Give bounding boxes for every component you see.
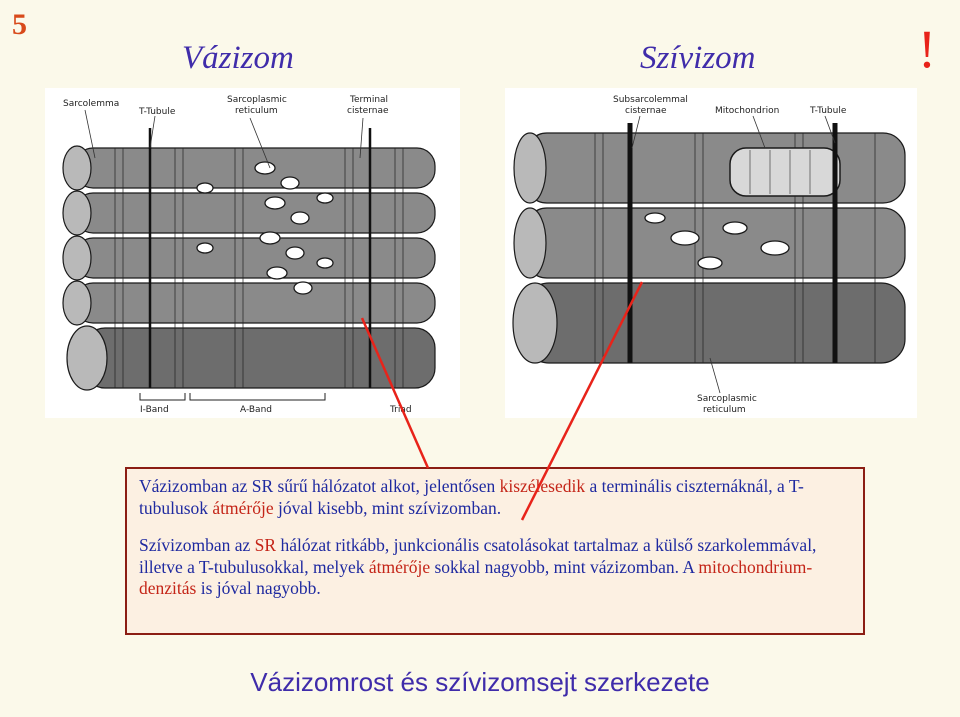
slide-title: Vázizomrost és szívizomsejt szerkezete (250, 667, 710, 697)
label-i-band: I-Band (140, 405, 169, 415)
label-sarcoplasmic-cardiac-line2: reticulum (703, 405, 746, 415)
paragraph-cardiac: Szívizomban az SR hálózat ritkább, junkc… (139, 535, 817, 598)
label-terminal-line1: Terminal (349, 95, 388, 105)
label-sarcoplasmic-cardiac-line1: Sarcoplasmic (697, 394, 757, 404)
slide-number: 5 (12, 8, 27, 41)
label-mitochondrion: Mitochondrion (715, 106, 779, 116)
label-triad: Triad (389, 405, 412, 415)
cardiac-muscle-illustration: Subsarcolemmal cisternae Mitochondrion T… (505, 88, 917, 418)
paragraph-skeletal: Vázizomban az SR sűrű hálózatot alkot, j… (139, 476, 804, 518)
exclamation-mark: ! (918, 19, 936, 79)
heading-skeletal-muscle: Vázizom (182, 40, 294, 76)
label-subsarcolemmal-line2: cisternae (625, 106, 667, 116)
label-t-tubule: T-Tubule (138, 107, 176, 117)
label-sarcolemma: Sarcolemma (63, 99, 119, 109)
label-t-tubule-cardiac: T-Tubule (809, 106, 847, 116)
heading-cardiac-muscle: Szívizom (640, 40, 756, 76)
label-sarcoplasmic-line2: reticulum (235, 106, 278, 116)
annotation-box: Vázizomban az SR sűrű hálózatot alkot, j… (125, 467, 865, 635)
label-subsarcolemmal-line1: Subsarcolemmal (613, 95, 688, 105)
label-a-band: A-Band (240, 405, 272, 415)
label-sarcoplasmic-line1: Sarcoplasmic (227, 95, 287, 105)
skeletal-muscle-illustration: Sarcolemma T-Tubule Sarcoplasmic reticul… (45, 88, 460, 418)
label-terminal-line2: cisternae (347, 106, 389, 116)
mitochondrion-shape (729, 147, 841, 197)
